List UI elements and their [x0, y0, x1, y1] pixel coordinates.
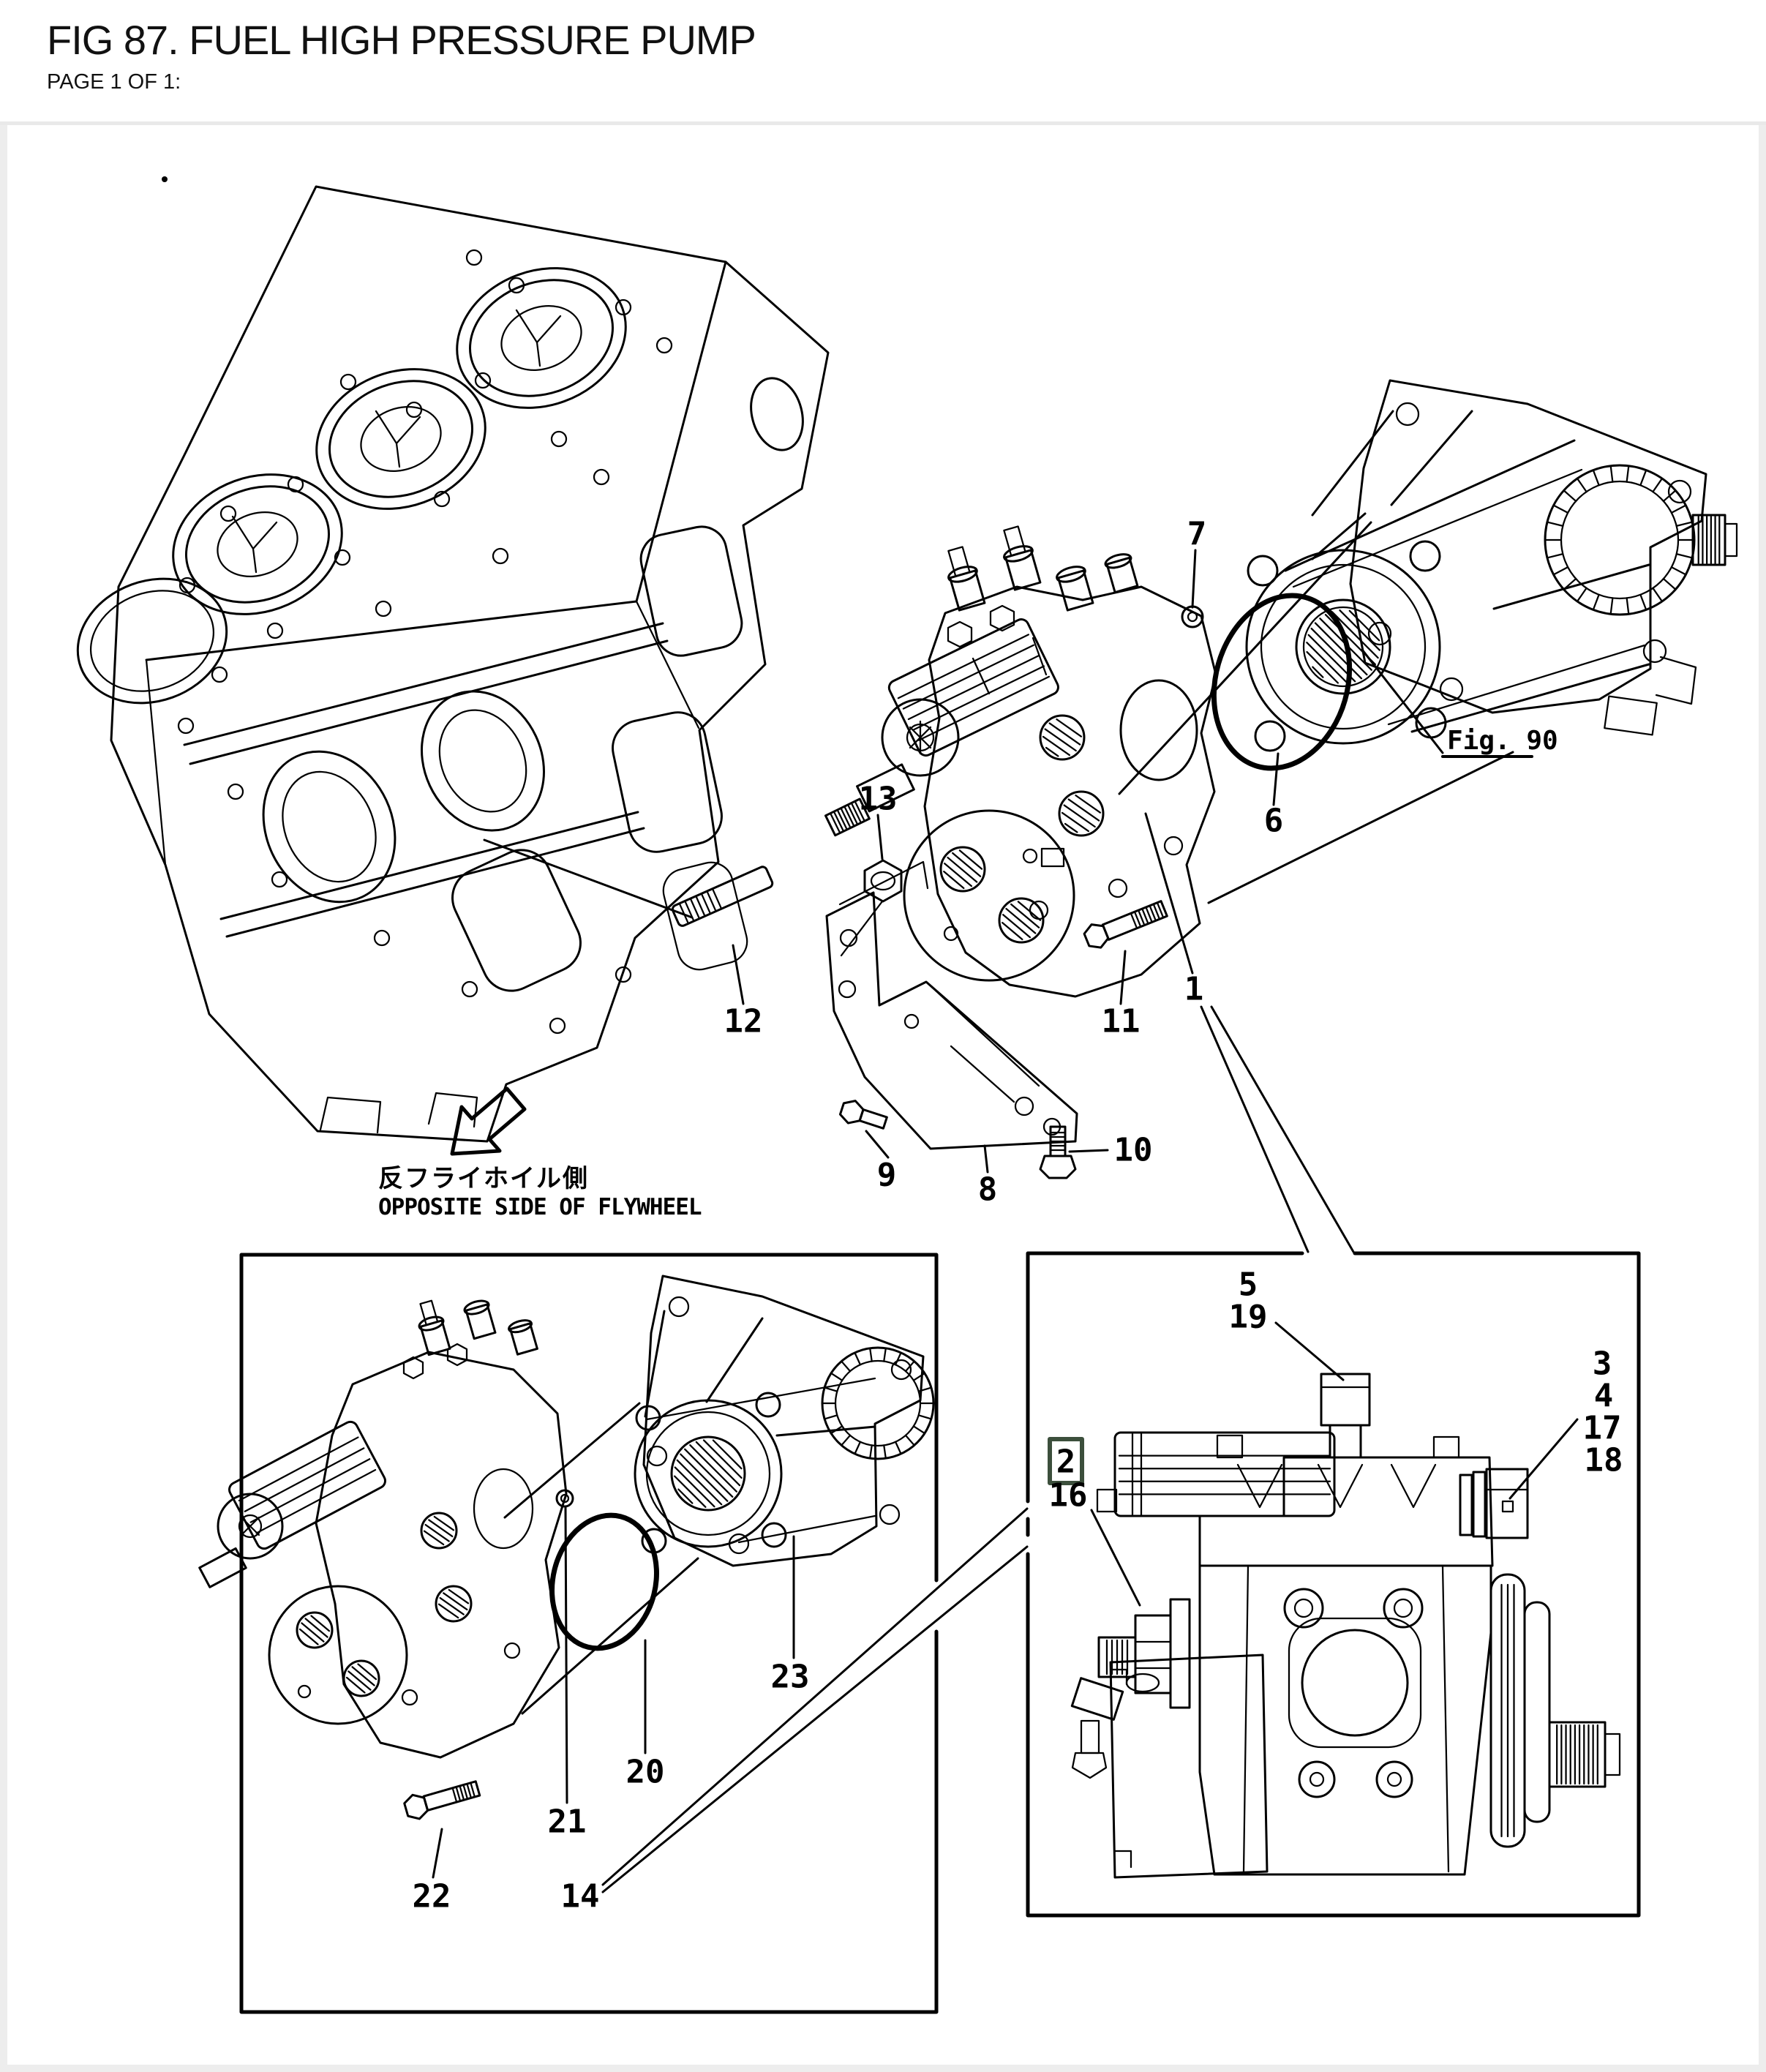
callout-20: 20	[626, 1754, 665, 1791]
callout-1: 1	[1184, 971, 1204, 1008]
figure-header: FIG 87. FUEL HIGH PRESSURE PUMP PAGE 1 O…	[0, 0, 1766, 125]
header-divider	[0, 121, 1766, 125]
fig-ref-label: Fig. 90	[1447, 726, 1558, 756]
callout-8: 8	[978, 1171, 998, 1209]
leader-lines	[483, 549, 1355, 1253]
callout-box-2	[1048, 1437, 1084, 1485]
direction-arrow-icon	[450, 1086, 527, 1156]
callout-6: 6	[1264, 803, 1284, 840]
o-ring-6	[1211, 593, 1353, 771]
callout-23: 23	[771, 1659, 810, 1696]
bracket-8	[825, 860, 1078, 1150]
callout-19: 19	[1229, 1299, 1268, 1336]
bolt-10	[1039, 1125, 1077, 1179]
callout-18: 18	[1585, 1442, 1623, 1479]
seal-ring-7	[1181, 605, 1204, 628]
stray-dot	[162, 176, 168, 182]
callout-3: 3	[1593, 1345, 1612, 1383]
figure-title: FIG 87. FUEL HIGH PRESSURE PUMP	[47, 17, 756, 63]
callout-14: 14	[561, 1878, 600, 1915]
stud-12	[671, 866, 774, 927]
bolt-9	[838, 1100, 888, 1130]
callout-16: 16	[1049, 1477, 1088, 1514]
callout-11: 11	[1102, 1003, 1141, 1040]
direction-note-english: OPPOSITE SIDE OF FLYWHEEL	[378, 1194, 702, 1220]
callout-22: 22	[413, 1878, 451, 1915]
assembly-axis-line	[1207, 751, 1514, 904]
callout-17: 17	[1583, 1410, 1622, 1447]
detail-box-left	[198, 1253, 1029, 2014]
detail-box-right	[1026, 1251, 1641, 1918]
bolt-11	[1083, 900, 1168, 949]
fuel-pump-assembly	[824, 525, 1217, 998]
callout-4: 4	[1594, 1378, 1614, 1415]
gear-housing-drawing	[1245, 379, 1738, 752]
engine-block-drawing	[76, 185, 830, 1143]
page-number-label: PAGE 1 OF 1:	[47, 70, 181, 94]
callout-9: 9	[877, 1157, 897, 1194]
direction-note-japanese: 反フライホイル側	[378, 1164, 589, 1193]
callout-5: 5	[1239, 1266, 1258, 1304]
callout-21: 21	[548, 1803, 587, 1841]
assembly-axis-line	[1118, 521, 1372, 795]
callout-12: 12	[724, 1003, 763, 1040]
fig-ref-leader	[1361, 648, 1444, 754]
callout-10: 10	[1114, 1132, 1153, 1169]
callout-13: 13	[859, 781, 898, 818]
callout-2: 2	[1056, 1444, 1076, 1481]
callout-7: 7	[1187, 516, 1207, 553]
